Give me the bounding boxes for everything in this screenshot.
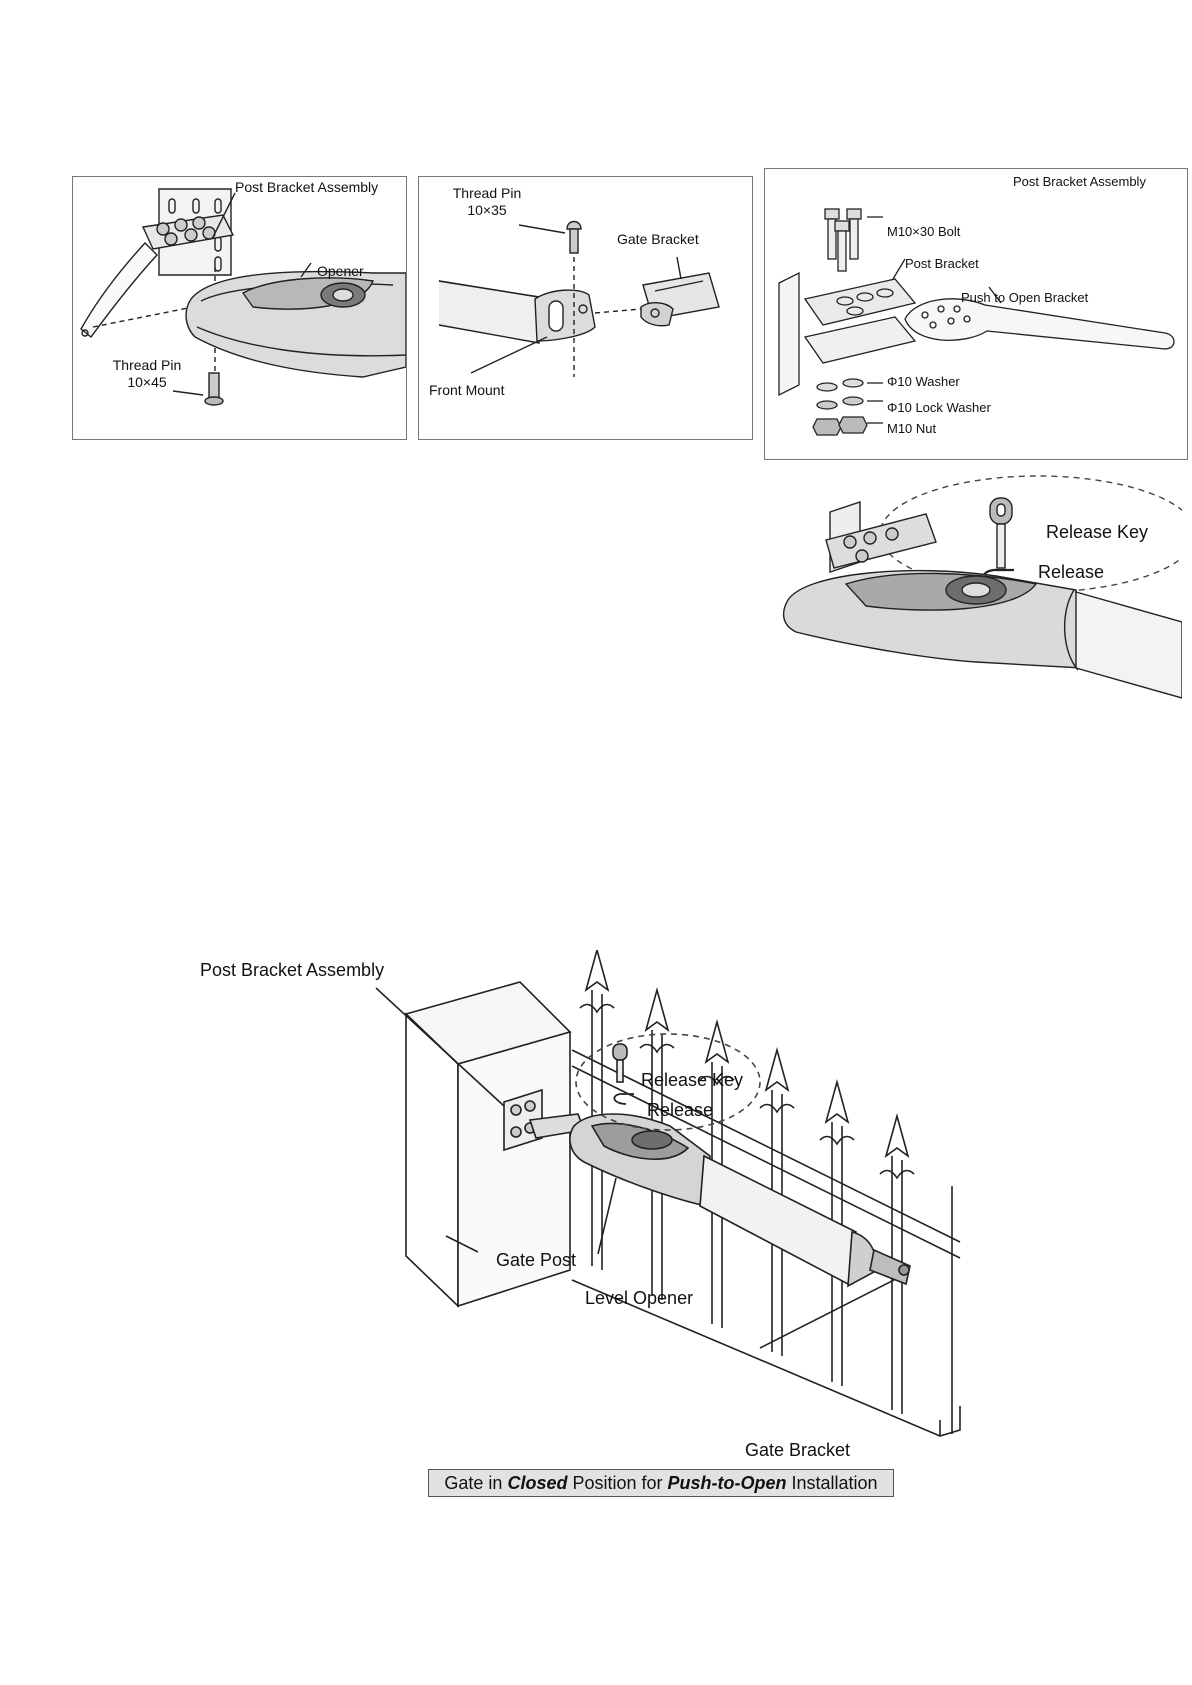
gate-bracket-label: Gate Bracket xyxy=(745,1440,851,1460)
gate-bracket-label: Gate Bracket xyxy=(617,231,699,247)
lock-washer-label: Φ10 Lock Washer xyxy=(887,400,991,415)
caption-part-1: Gate in xyxy=(444,1473,508,1493)
installation-diagram: Post Bracket Assembly Release Key Releas… xyxy=(200,950,1000,1470)
diagram-front-mount-gate-bracket: Thread Pin 10×35 Gate Bracket Front Moun… xyxy=(418,176,753,440)
push-to-open-bracket-label: Push to Open Bracket xyxy=(961,290,1089,305)
nut-label: M10 Nut xyxy=(887,421,937,436)
caption-push-to-open: Push-to-Open xyxy=(667,1473,787,1493)
release-detail-drawing xyxy=(782,475,1182,699)
thread-pin-label: Thread Pin xyxy=(112,357,182,373)
post-bracket-assembly-label: Post Bracket Assembly xyxy=(200,960,385,980)
caption-closed: Closed xyxy=(507,1473,568,1493)
bolt-label: M10×30 Bolt xyxy=(887,224,961,239)
thread-pin-label: Thread Pin xyxy=(452,185,522,201)
diagram-opener-post-bracket: Post Bracket Assembly Opener Thread Pin … xyxy=(72,176,407,440)
release-key-label: Release Key xyxy=(1046,522,1149,542)
front-mount-drawing xyxy=(438,220,720,377)
post-bracket-assembly-label: Post Bracket Assembly xyxy=(235,179,379,195)
front-mount-label: Front Mount xyxy=(429,382,505,398)
release-label: Release xyxy=(647,1100,714,1120)
opener-post-bracket-drawing xyxy=(80,188,406,406)
diagram-post-bracket-exploded: Post Bracket Assembly M10×30 Bolt Post B… xyxy=(764,168,1188,460)
caption-part-3: Installation xyxy=(786,1473,878,1493)
thread-pin-size-label: 10×45 xyxy=(127,374,167,390)
gate-post-label: Gate Post xyxy=(496,1250,577,1270)
installation-caption: Gate in Closed Position for Push-to-Open… xyxy=(428,1469,894,1497)
panel-title: Post Bracket Assembly xyxy=(1013,174,1146,189)
installation-drawing xyxy=(375,950,961,1437)
thread-pin-size-label: 10×35 xyxy=(467,202,507,218)
level-opener-label: Level Opener xyxy=(585,1288,694,1308)
caption-part-2: Position for xyxy=(567,1473,668,1493)
release-label: Release xyxy=(1038,562,1105,582)
washer-label: Φ10 Washer xyxy=(887,374,960,389)
release-key-label: Release Key xyxy=(641,1070,744,1090)
release-key-detail: Release Key Release xyxy=(776,472,1182,744)
post-bracket-exploded-drawing xyxy=(778,208,1175,436)
opener-label: Opener xyxy=(317,263,364,279)
post-bracket-label: Post Bracket xyxy=(905,256,979,271)
